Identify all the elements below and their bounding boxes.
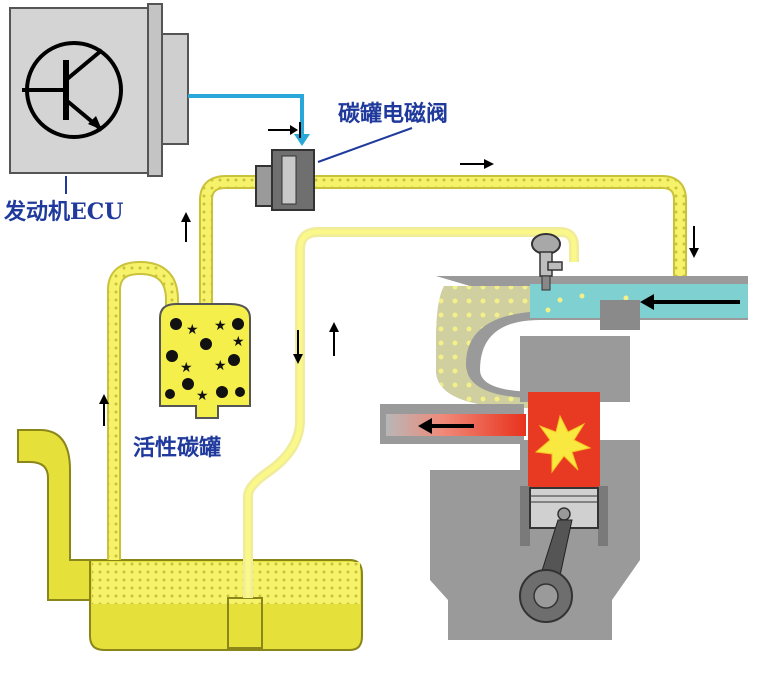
up-arrow-icon	[99, 394, 109, 426]
svg-text:★: ★	[186, 322, 199, 338]
down-arrow-icon	[689, 226, 699, 258]
ecu-box	[9, 3, 189, 177]
vapor-pipes	[107, 175, 687, 598]
left-arrow-icon	[640, 294, 654, 310]
ecu-label: 发动机ECU	[4, 199, 124, 225]
transistor-icon	[22, 41, 123, 139]
up-arrow-icon	[329, 322, 339, 356]
purge-valve-label: 碳罐电磁阀	[338, 101, 449, 127]
fuel-tank	[17, 429, 363, 651]
signal-arrow-head	[294, 134, 310, 146]
valve-leader-line	[317, 127, 413, 163]
exhaust-arrow-icon	[418, 418, 432, 434]
piston-icon	[519, 487, 599, 623]
svg-text:★: ★	[232, 334, 245, 350]
right-arrow-icon	[460, 159, 494, 169]
engine-block	[380, 300, 640, 640]
flow-arrows	[99, 159, 699, 426]
up-arrow-icon	[181, 212, 191, 242]
svg-text:★: ★	[214, 358, 227, 374]
signal-wire	[188, 94, 304, 140]
canister-label: 活性碳罐	[133, 435, 222, 461]
svg-text:★: ★	[214, 318, 227, 334]
fuel-injector-icon	[531, 233, 563, 291]
charcoal-canister: ★★ ★★ ★★	[159, 303, 251, 419]
down-arrow-icon	[293, 330, 303, 364]
spark-icon	[534, 414, 592, 474]
svg-text:★: ★	[180, 360, 193, 376]
svg-text:★: ★	[196, 388, 209, 404]
purge-valve	[255, 122, 315, 211]
